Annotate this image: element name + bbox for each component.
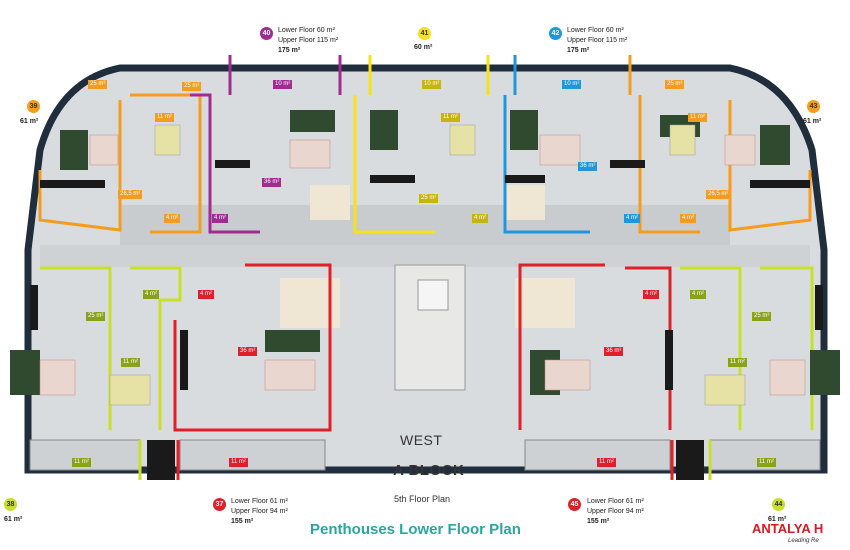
area-tag: 26,5 m² [706,190,731,199]
unit-45-lower: Lower Floor 61 m² [587,498,644,505]
unit-42-upper: Upper Floor 115 m² [567,37,628,44]
area-tag: 4 m² [472,214,488,223]
unit-37-lower: Lower Floor 61 m² [231,498,288,505]
area-tag: 4 m² [198,290,214,299]
unit-39-badge: 39 [27,100,40,113]
area-tag: 36 m² [238,347,258,356]
rugs [39,134,806,396]
unit-45-badge: 45 [568,498,581,511]
area-tag: 4 m² [143,290,159,299]
unit-44-badge: 44 [772,498,785,511]
area-tag: 11 m² [229,458,248,467]
corridor-middle [40,245,810,267]
unit-40-outline [190,93,260,234]
unit-41-badge: 41 [418,27,431,40]
area-tag: 4 m² [624,214,640,223]
unit-38-total: 61 m² [4,516,23,523]
block-name: A BLOCK [393,462,465,479]
area-tag: 25 m² [182,82,202,91]
unit-45-outline [518,263,605,430]
unit-43-badge: 43 [807,100,820,113]
area-tag: 11 m² [72,458,91,467]
stairs-right [515,278,575,328]
unit-39b-outline [130,93,202,234]
unit-40-badge: 40 [260,27,273,40]
area-tag: 11 m² [688,113,707,122]
unit-39-outline [38,100,122,232]
unit-45-total: 155 m² [587,518,610,525]
floor-label: 5th Floor Plan [394,494,451,504]
area-tag: 25 m² [86,312,106,321]
stair-landing-right [676,440,704,480]
unit-39-total: 61 m² [20,118,39,125]
corridor-top [120,205,730,245]
unit-40-lower: Lower Floor 60 m² [278,27,335,34]
terrace-bottom-37 [179,439,326,471]
unit-42-outline [503,95,590,234]
area-tag: 26,5 m² [118,190,143,199]
block-side: WEST [400,432,443,448]
brand-logo: ANTALYA H [752,521,824,536]
unit-37-badge: 37 [213,498,226,511]
unit-40-total: 175 m² [278,47,301,54]
beds [109,124,746,406]
unit-38b-outline [130,266,182,430]
stairs-top-left [310,185,350,220]
brand-tagline: Leading Re [788,538,819,544]
unit-42-total: 175 m² [567,47,590,54]
stair-landing-left [147,440,175,480]
unit-42-badge: 42 [549,27,562,40]
area-tag: 36 m² [262,178,282,187]
area-tag: 4 m² [643,290,659,299]
area-tag: 25 m² [665,80,685,89]
area-tag: 4 m² [680,214,696,223]
area-tag: 10 m² [422,80,442,89]
area-tag: 11 m² [155,113,174,122]
area-tag: 25 m² [88,80,108,89]
area-tag: 4 m² [164,214,180,223]
unit-37-total: 155 m² [231,518,254,525]
area-tag: 11 m² [121,358,140,367]
area-tag: 4 m² [690,290,706,299]
unit-43-outline [638,95,700,234]
plan-title: Penthouses Lower Floor Plan [310,521,521,538]
kitchens [30,160,823,390]
unit-41-total: 60 m² [414,44,433,51]
area-tag: 36 m² [578,162,598,171]
stairs-top-right [505,185,545,220]
area-tag: 10 m² [273,80,293,89]
unit-44-total: 61 m² [768,516,787,523]
unit-41-outline [353,95,435,234]
area-tag: 11 m² [597,458,616,467]
area-tag: 11 m² [441,113,460,122]
unit-37-outline [173,263,332,432]
unit-45-upper: Upper Floor 94 m² [587,508,644,515]
area-tag: 25 m² [752,312,772,321]
unit-40-upper: Upper Floor 115 m² [278,37,339,44]
unit-37-upper: Upper Floor 94 m² [231,508,288,515]
area-tag: 36 m² [604,347,624,356]
area-tag: 4 m² [212,214,228,223]
area-tag: 11 m² [757,458,776,467]
unit-43-total: 61 m² [803,118,822,125]
area-tag: 10 m² [562,80,582,89]
elevator-shaft [417,279,449,311]
area-tag: 25 m² [419,194,439,203]
unit-38-badge: 38 [4,498,17,511]
area-tag: 11 m² [728,358,747,367]
unit-42-lower: Lower Floor 60 m² [567,27,624,34]
